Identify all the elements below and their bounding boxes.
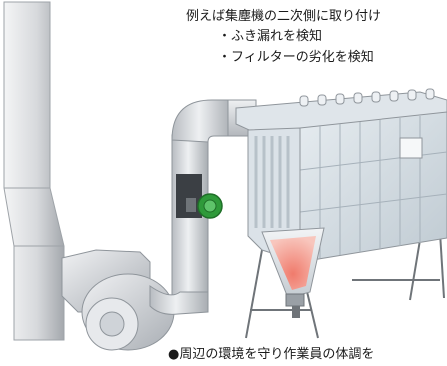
annotation-bullet-filter: ・フィルターの劣化を検知 xyxy=(218,50,374,65)
blower-icon xyxy=(61,249,175,351)
annotation-bullet-leak: ・ふき漏れを検知 xyxy=(218,29,323,44)
annotation-footer: ●周辺の環境を守り作業員の体調を xyxy=(168,347,375,362)
annotation-heading: 例えば集塵機の二次側に取り付け xyxy=(186,9,382,24)
dust-collector-icon xyxy=(235,88,447,339)
sensor-icon xyxy=(186,193,223,219)
duct xyxy=(149,99,257,315)
chimney-icon xyxy=(3,1,65,341)
